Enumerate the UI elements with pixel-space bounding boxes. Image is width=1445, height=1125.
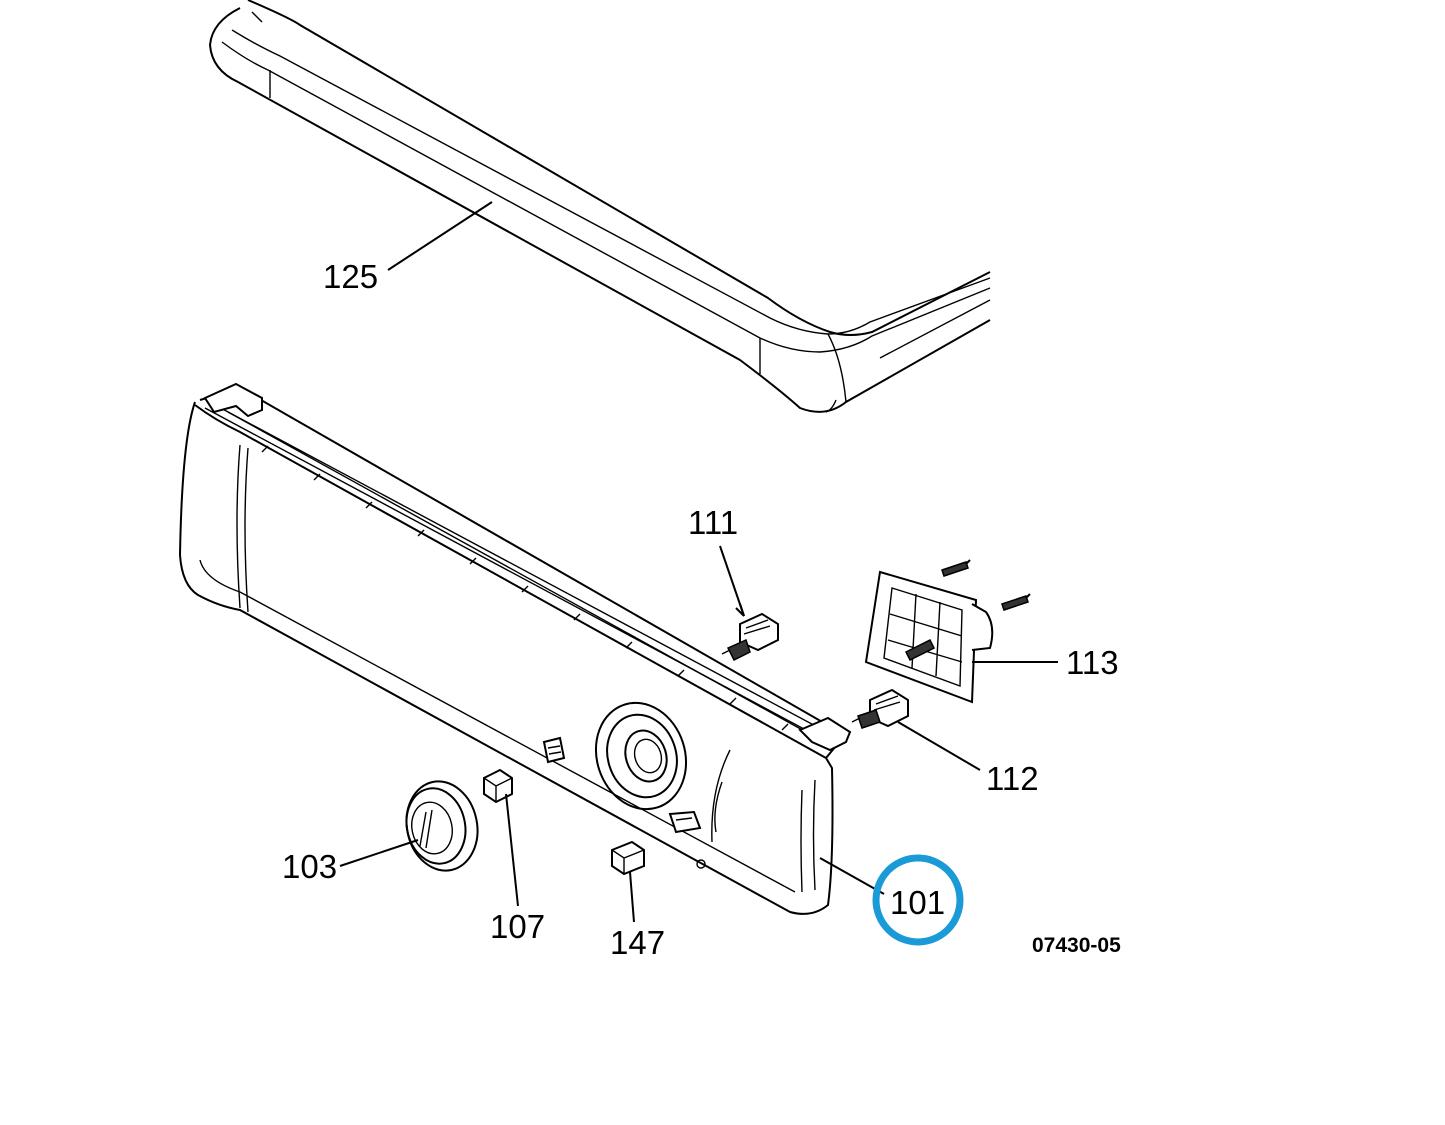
drawing-code: 07430-05 — [1032, 934, 1121, 957]
callout-103: 103 — [282, 848, 337, 885]
part-111-switch — [721, 612, 779, 662]
leader-101 — [819, 857, 885, 895]
part-101-control-panel — [178, 382, 852, 915]
part-113-switch-housing — [864, 559, 1031, 704]
leader-112 — [897, 721, 981, 771]
part-103-knob — [405, 780, 479, 872]
callout-111: 111 — [688, 504, 738, 541]
highlight-ring-101 — [872, 854, 964, 946]
leader-147 — [629, 871, 635, 923]
part-147-button — [611, 840, 645, 876]
callout-125: 125 — [323, 258, 378, 295]
callout-107: 107 — [490, 908, 545, 945]
leader-lines — [339, 201, 1058, 923]
leader-125 — [387, 201, 493, 271]
callout-112: 112 — [986, 760, 1039, 797]
callout-147: 147 — [610, 924, 665, 961]
leader-111-arrow — [735, 603, 745, 617]
callout-101: 101 — [890, 884, 945, 921]
callout-113: 113 — [1066, 644, 1119, 681]
part-125-handle-bar — [208, 0, 991, 413]
leader-103 — [339, 839, 419, 867]
leader-107 — [505, 793, 519, 907]
part-112-switch — [851, 688, 909, 729]
part-107-button — [483, 768, 513, 804]
